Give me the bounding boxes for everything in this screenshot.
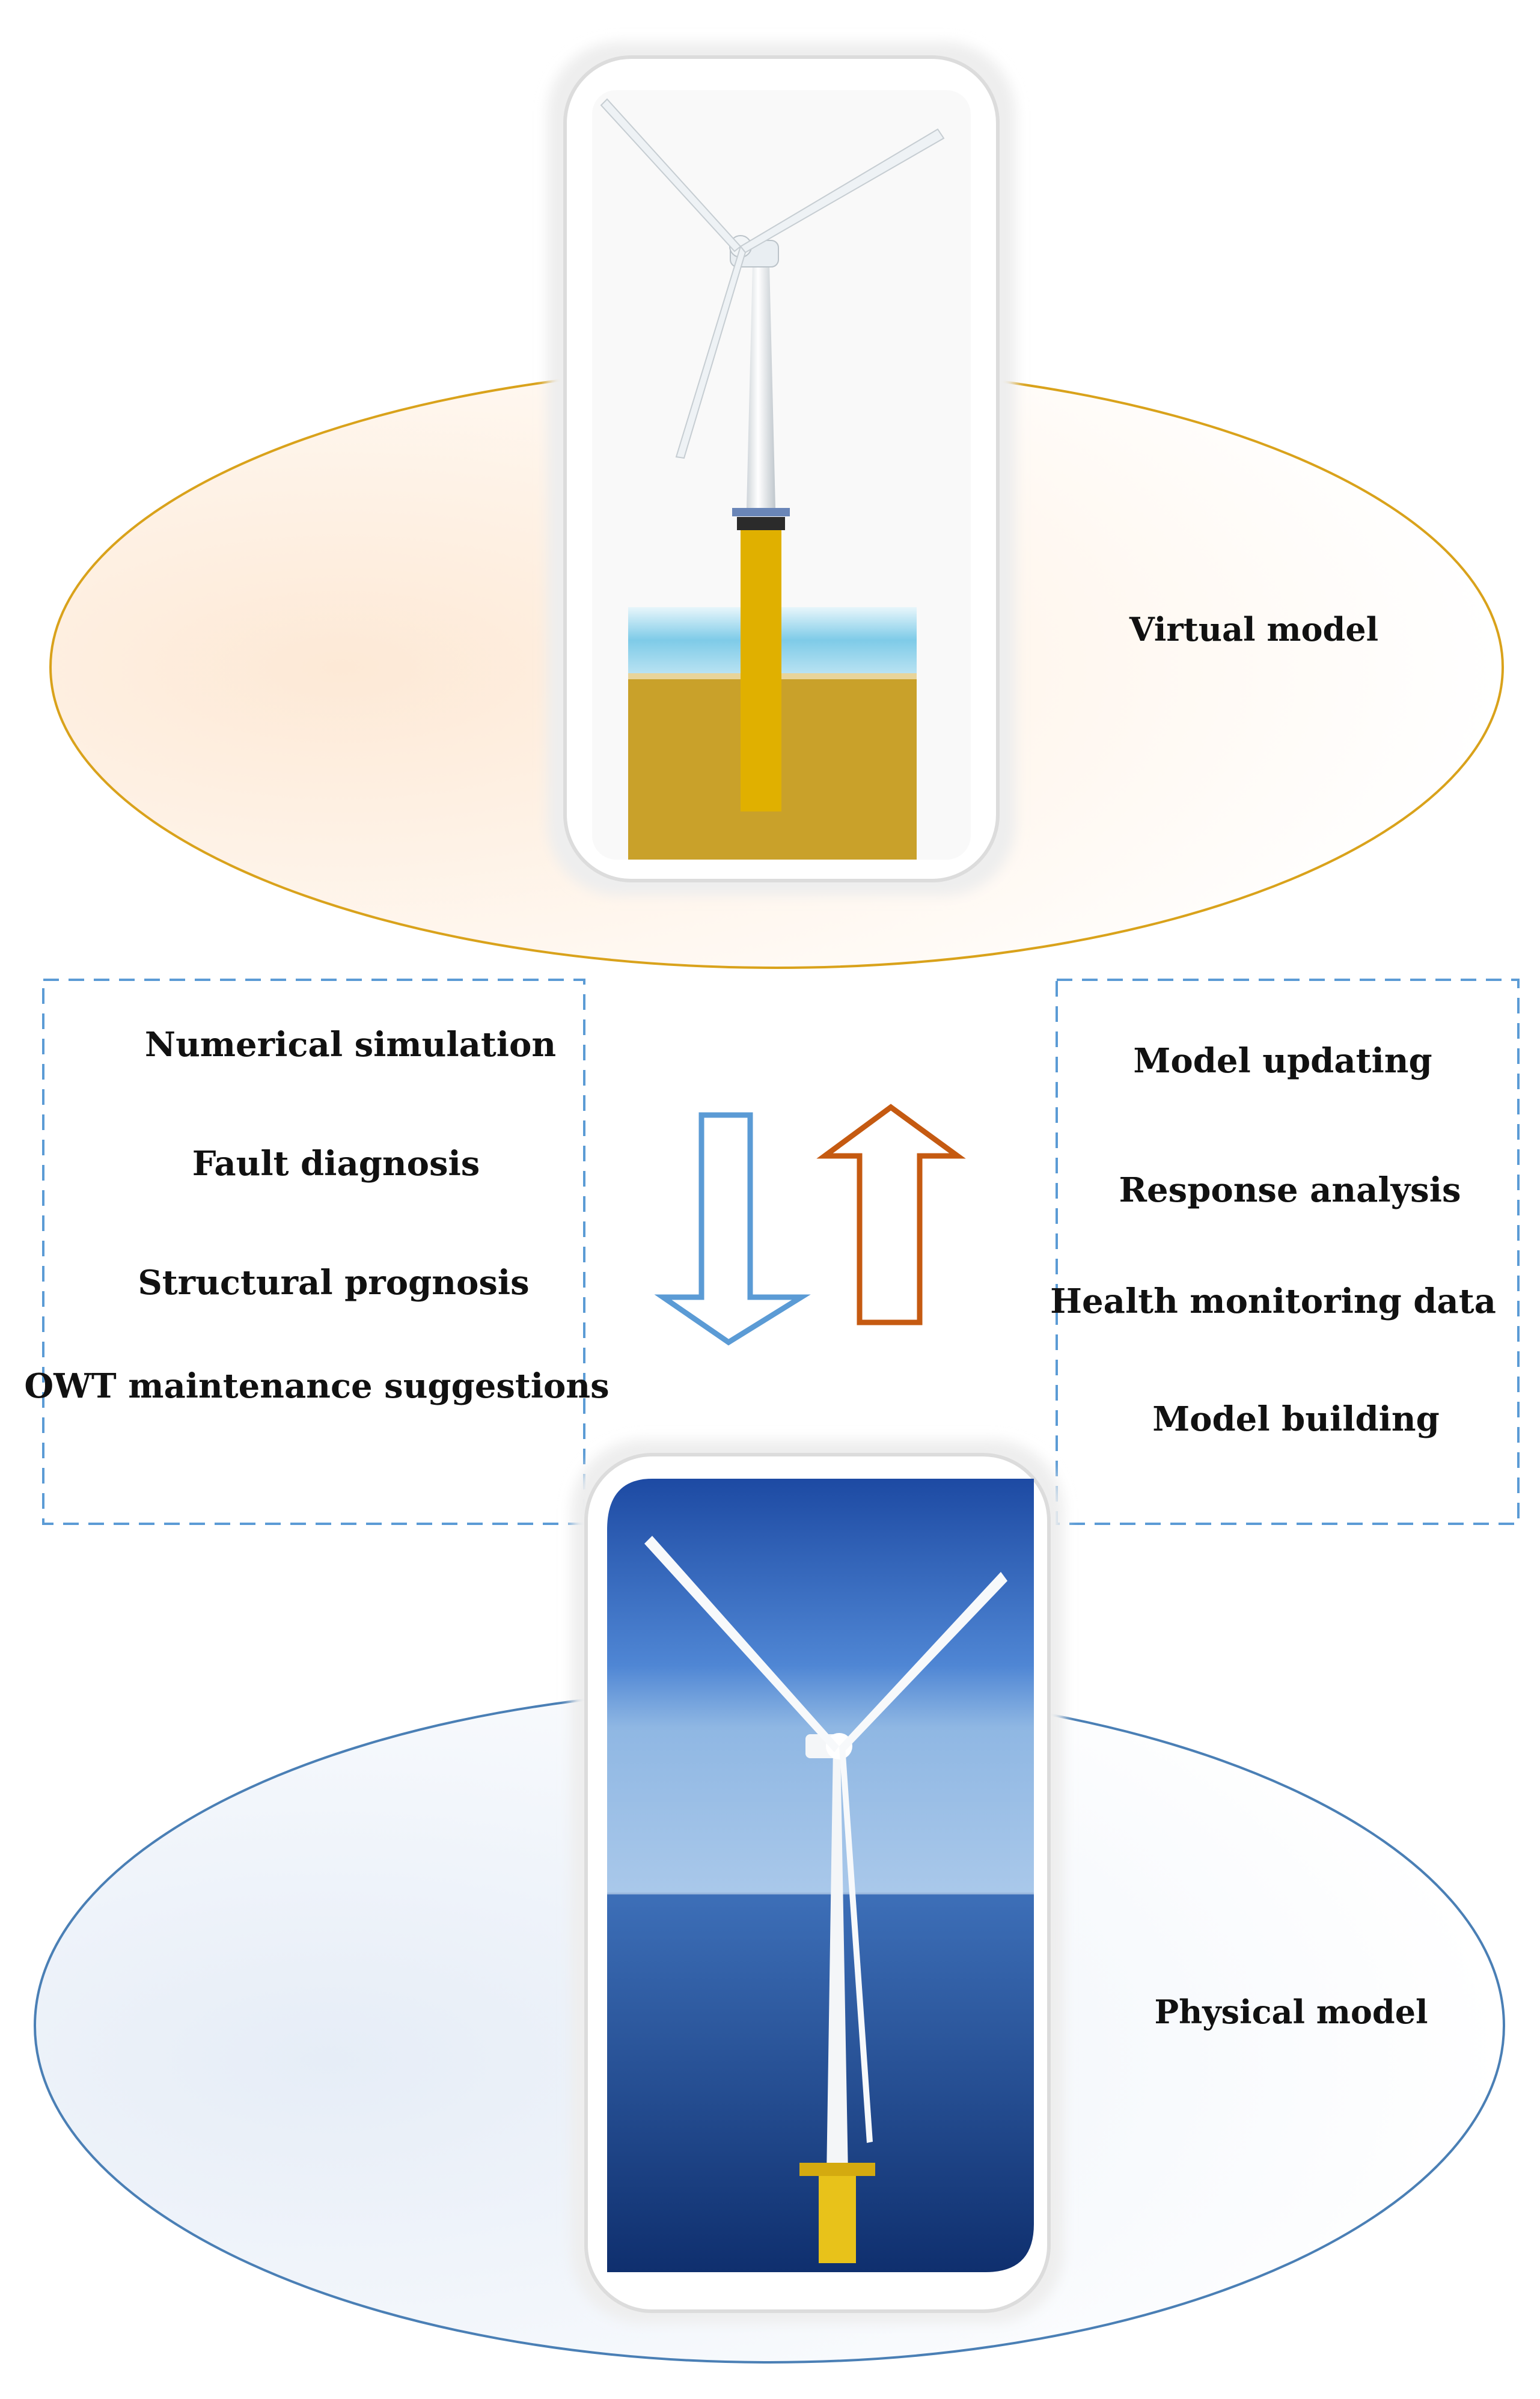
left-dashed-box: [42, 979, 585, 1525]
up-arrow: [816, 1104, 966, 1325]
left-item-owt-maintenance: OWT maintenance suggestions: [24, 1366, 610, 1406]
right-item-model-building: Model building: [1152, 1399, 1440, 1439]
right-dashed-box: [1056, 979, 1520, 1525]
virtual-model-label: Virtual model: [1129, 610, 1379, 649]
right-item-model-updating: Model updating: [1133, 1041, 1432, 1081]
virtual-model-image: [547, 42, 1016, 896]
down-arrow: [654, 1112, 811, 1346]
physical-model-label: Physical model: [1154, 1993, 1428, 2031]
left-item-fault-diagnosis: Fault diagnosis: [192, 1144, 480, 1184]
physical-model-image: [571, 1440, 1064, 2323]
right-item-health-monitoring-data: Health monitoring data: [1050, 1282, 1496, 1321]
left-item-numerical-simulation: Numerical simulation: [144, 1025, 557, 1065]
right-item-response-analysis: Response analysis: [1119, 1170, 1461, 1210]
left-item-structural-prognosis: Structural prognosis: [138, 1263, 530, 1303]
